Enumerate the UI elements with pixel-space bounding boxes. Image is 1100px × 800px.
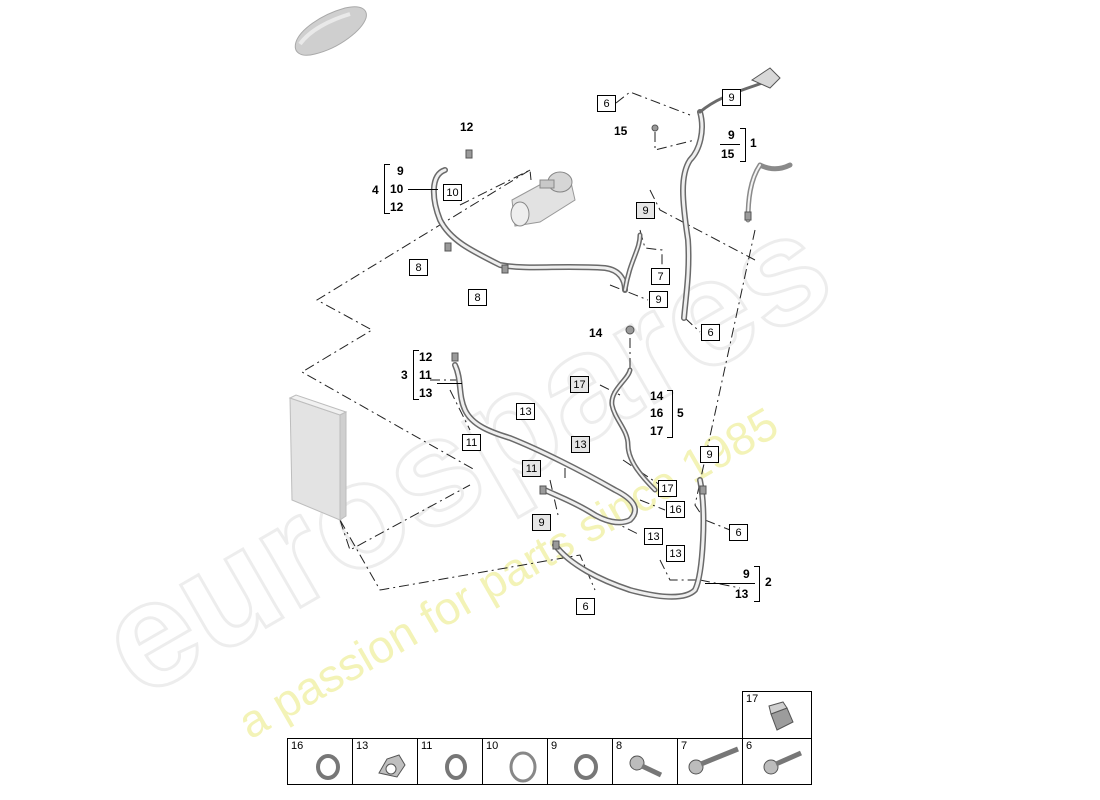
legend-cell-13[interactable]: 13 xyxy=(352,738,418,785)
screw-icon xyxy=(688,746,739,775)
group-3-item-12: 12 xyxy=(419,350,433,364)
group-1-item-9: 9 xyxy=(728,128,735,142)
screw-icon xyxy=(763,750,803,775)
legend-cell-6[interactable]: 6 xyxy=(742,738,812,785)
callout-8[interactable]: 8 xyxy=(409,259,428,276)
legend-cell-8[interactable]: 8 xyxy=(612,738,678,785)
callout-13[interactable]: 13 xyxy=(571,436,590,453)
group-3-leader xyxy=(437,383,462,384)
legend-number: 7 xyxy=(681,740,688,752)
callout-6[interactable]: 6 xyxy=(701,324,720,341)
legend-cell-16[interactable]: 16 xyxy=(287,738,353,785)
legend-number: 16 xyxy=(291,740,304,752)
hose-clip-icon xyxy=(378,754,406,778)
group-2-divider xyxy=(705,583,755,584)
group-3-bracket xyxy=(413,350,419,400)
group-2-item-13: 13 xyxy=(735,587,749,601)
group-2-label: 2 xyxy=(765,575,772,589)
group-1-label: 1 xyxy=(750,136,757,150)
legend-number: 11 xyxy=(421,740,433,752)
callout-17[interactable]: 17 xyxy=(570,376,589,393)
group-2-item-9: 9 xyxy=(743,567,750,581)
group-5-item-17: 17 xyxy=(650,424,664,438)
label-15: 15 xyxy=(614,124,628,138)
car-icon xyxy=(294,6,367,56)
group-1-bracket xyxy=(740,128,746,162)
label-14: 14 xyxy=(589,326,603,340)
watermark-logo: eurospares a passion for parts since 198… xyxy=(71,176,858,748)
legend-cell-17[interactable]: 17 xyxy=(742,691,812,739)
callout-16[interactable]: 16 xyxy=(666,501,685,518)
callout-9[interactable]: 9 xyxy=(722,89,741,106)
group-4-bracket xyxy=(384,164,390,214)
group-5-label: 5 xyxy=(677,406,684,420)
callout-13[interactable]: 13 xyxy=(516,403,535,420)
condenser xyxy=(288,394,348,521)
callout-6[interactable]: 6 xyxy=(597,95,616,112)
refrigerant-lines xyxy=(430,78,793,600)
callout-8[interactable]: 8 xyxy=(468,289,487,306)
group-3-item-13: 13 xyxy=(419,386,433,400)
callout-9[interactable]: 9 xyxy=(636,202,655,219)
legend-cell-10[interactable]: 10 xyxy=(482,738,548,785)
callout-9[interactable]: 9 xyxy=(532,514,551,531)
group-3-label: 3 xyxy=(401,368,408,382)
group-4-item-9: 9 xyxy=(397,164,404,178)
group-4-label: 4 xyxy=(372,183,379,197)
legend-number: 8 xyxy=(616,740,623,752)
legend-number: 17 xyxy=(746,693,759,705)
compressor xyxy=(510,171,576,227)
legend-cell-9[interactable]: 9 xyxy=(547,738,613,785)
legend-number: 13 xyxy=(356,740,369,752)
legend-number: 10 xyxy=(486,740,499,752)
group-5-bracket xyxy=(667,390,673,438)
callout-13[interactable]: 13 xyxy=(644,528,663,545)
screw-icon xyxy=(629,755,663,778)
callout-17[interactable]: 17 xyxy=(658,480,677,497)
callout-9[interactable]: 9 xyxy=(700,446,719,463)
group-4-item-10: 10 xyxy=(390,182,404,196)
callout-13[interactable]: 13 xyxy=(666,545,685,562)
group-4-leader xyxy=(408,189,438,190)
group-1-divider xyxy=(720,144,740,145)
group-5-item-16: 16 xyxy=(650,406,664,420)
callout-11[interactable]: 11 xyxy=(522,460,541,477)
callout-9[interactable]: 9 xyxy=(649,291,668,308)
group-5-item-14: 14 xyxy=(650,389,664,403)
callout-6[interactable]: 6 xyxy=(729,524,748,541)
label-12: 12 xyxy=(460,120,474,134)
group-3-item-11: 11 xyxy=(419,368,432,382)
cap-icon xyxy=(768,701,794,731)
callout-10[interactable]: 10 xyxy=(443,184,462,201)
seal-ring-icon xyxy=(574,754,598,780)
o-ring-icon xyxy=(509,751,537,783)
group-4-item-12: 12 xyxy=(390,200,404,214)
fittings xyxy=(444,67,781,550)
seal-ring-icon xyxy=(316,754,340,780)
group-1-item-15: 15 xyxy=(721,147,735,161)
legend-number: 6 xyxy=(746,740,753,752)
seal-ring-icon xyxy=(445,754,467,780)
legend-number: 9 xyxy=(551,740,558,752)
legend-cell-11[interactable]: 11 xyxy=(417,738,483,785)
group-2-bracket xyxy=(754,566,760,602)
callout-11[interactable]: 11 xyxy=(462,434,481,451)
callout-7[interactable]: 7 xyxy=(651,268,670,285)
legend-cell-7[interactable]: 7 xyxy=(677,738,743,785)
callout-6[interactable]: 6 xyxy=(576,598,595,615)
